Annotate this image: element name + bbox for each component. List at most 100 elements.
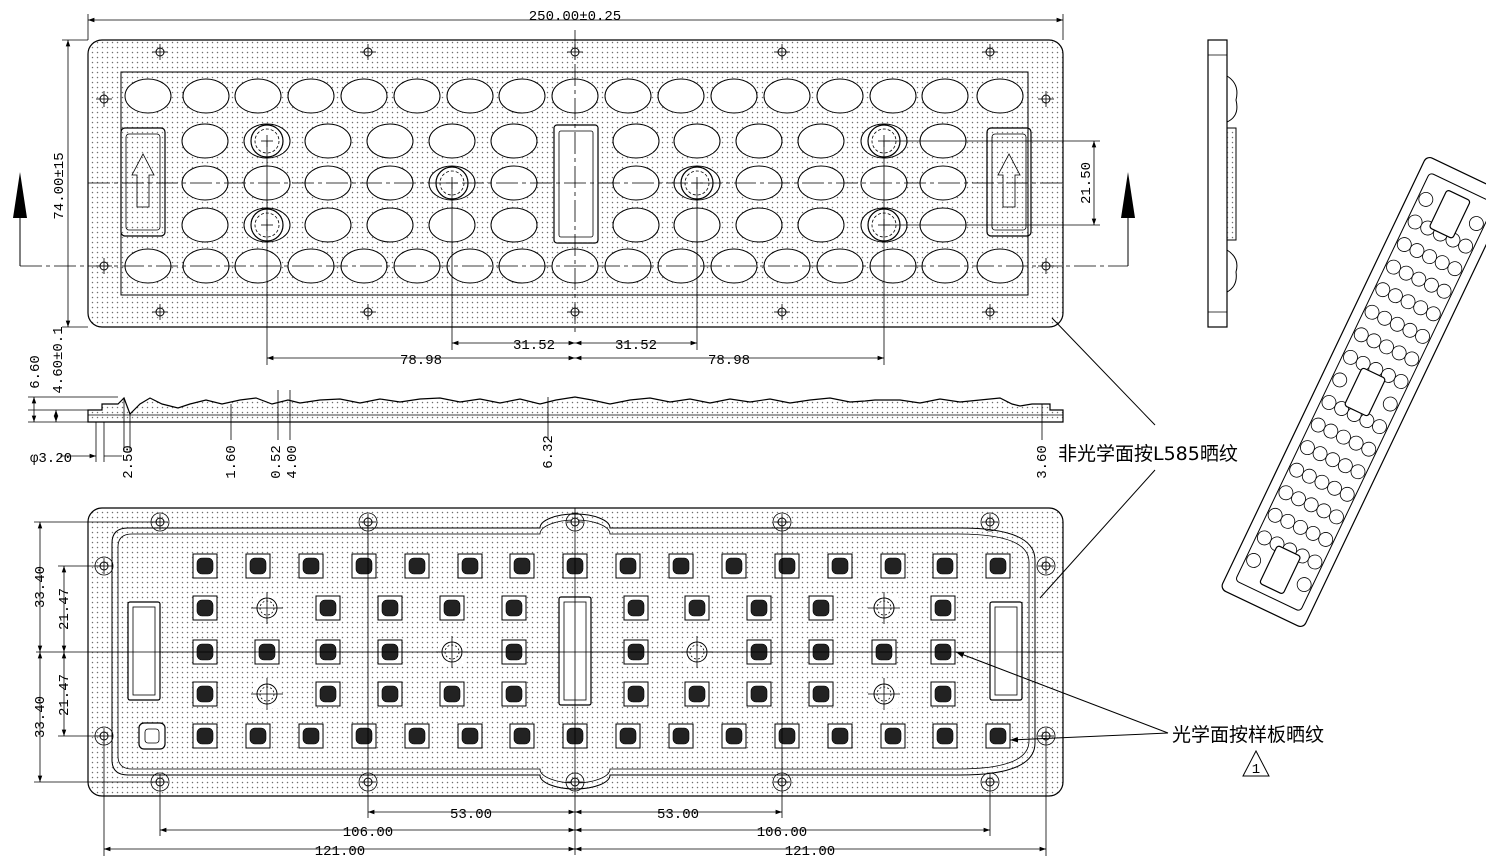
lens — [234, 78, 282, 114]
lens — [921, 78, 969, 114]
iso-lens — [1246, 553, 1262, 568]
revision-triangle-icon — [1242, 749, 1270, 777]
bottom-square-pad — [138, 722, 166, 750]
lens — [304, 207, 352, 243]
end-view-boss — [1226, 127, 1237, 241]
led-pad-dot — [249, 557, 267, 575]
lens — [124, 78, 172, 114]
top-slot-center — [553, 124, 599, 244]
led-pad-dot — [688, 599, 706, 617]
lens — [735, 207, 783, 243]
lens — [340, 78, 388, 114]
lens — [612, 123, 660, 159]
led-pad-dot — [725, 557, 743, 575]
led-pad-dot — [627, 599, 645, 617]
arrow-up-icon — [997, 153, 1021, 208]
iso-lens — [1329, 509, 1344, 525]
lens — [976, 78, 1024, 114]
iso-lens — [1307, 554, 1323, 570]
led-pad-dot — [934, 599, 952, 617]
iso-slot-bottom — [1259, 545, 1301, 594]
lens — [490, 123, 538, 159]
iso-view — [1221, 156, 1486, 628]
lens — [446, 78, 494, 114]
dim-bottom-12100-right: 121.00 — [785, 844, 835, 860]
lens — [797, 207, 845, 243]
led-pad-dot — [812, 685, 830, 703]
lens-boss-inner — [254, 128, 280, 154]
led-pad-dot — [831, 727, 849, 745]
led-pad-dot — [989, 727, 1007, 745]
dim-bottom-10600-left: 106.00 — [343, 825, 393, 841]
lens — [304, 123, 352, 159]
lens — [763, 78, 811, 114]
led-pad-dot — [408, 557, 426, 575]
iso-lens — [1372, 419, 1387, 435]
dim-side-160: 1.60 — [224, 445, 240, 479]
iso-lens — [1468, 216, 1484, 231]
iso-lens — [1425, 306, 1441, 322]
led-pad-dot — [196, 685, 214, 703]
annotations: 非光学面按L585晒纹 光学面按样板晒纹 1 — [955, 317, 1324, 778]
led-pad-dot — [672, 557, 690, 575]
iso-lens — [1361, 441, 1377, 457]
dim-bottom-3340-bottom: 33.40 — [33, 696, 49, 738]
dim-row-pitch: 21.50 — [1079, 162, 1095, 204]
led-pad-dot — [672, 727, 690, 745]
iso-lens — [1318, 532, 1334, 547]
top-slot-left — [120, 127, 166, 237]
led-pad-dot — [381, 685, 399, 703]
dim-side-phi: φ3.20 — [30, 451, 72, 467]
led-pad-dot — [812, 599, 830, 617]
led-pad-dot — [443, 685, 461, 703]
dim-side-400: 4.00 — [285, 445, 301, 479]
dim-hole-31-right: 31.52 — [615, 338, 657, 354]
lens — [735, 123, 783, 159]
bottom-square-pad-inner — [144, 728, 160, 744]
lens — [181, 123, 229, 159]
led-pad-dot — [619, 557, 637, 575]
leader-optical-1 — [955, 651, 1169, 734]
iso-lens — [1382, 396, 1398, 412]
end-view — [1207, 39, 1238, 328]
bottom-slot-right — [989, 601, 1023, 701]
top-slot-left-inner — [125, 133, 161, 231]
led-pad-dot — [688, 685, 706, 703]
led-pad-dot — [196, 557, 214, 575]
iso-slot-top — [1429, 190, 1471, 239]
lens — [181, 207, 229, 243]
dim-hole-78-right: 78.98 — [708, 353, 750, 369]
dim-bottom-12100-left: 121.00 — [315, 844, 365, 860]
section-arrow-left-icon — [13, 172, 27, 218]
dim-overall-length: 250.00±0.25 — [529, 9, 621, 25]
led-pad-dot — [505, 599, 523, 617]
iso-lens — [1404, 351, 1420, 367]
lens — [182, 78, 230, 114]
lens — [710, 78, 758, 114]
led-pad-dot — [319, 685, 337, 703]
iso-slot-center — [1344, 367, 1386, 417]
led-pad-dot — [196, 599, 214, 617]
led-pad-dot — [989, 557, 1007, 575]
iso-lens — [1418, 192, 1434, 207]
led-pad-dot — [302, 557, 320, 575]
lens — [673, 123, 721, 159]
top-slot-right-inner — [991, 133, 1027, 231]
dim-bottom-2147-top: 21.47 — [57, 588, 73, 630]
revision-mark: 1 — [1252, 762, 1260, 778]
led-pad-dot — [513, 557, 531, 575]
led-pad-dot — [934, 685, 952, 703]
lens — [657, 78, 705, 114]
section-arrow-right-icon — [1121, 172, 1135, 218]
dim-bottom-5300-left: 53.00 — [450, 807, 492, 823]
dim-side-360: 3.60 — [1035, 445, 1051, 479]
iso-lens — [1436, 283, 1452, 299]
dim-hole-31-left: 31.52 — [513, 338, 555, 354]
led-pad-dot — [750, 685, 768, 703]
led-pad-dot — [443, 599, 461, 617]
dim-hole-78-left: 78.98 — [400, 353, 442, 369]
dim-side-250: 2.50 — [121, 445, 137, 479]
led-pad-dot — [408, 727, 426, 745]
led-pad-dot — [778, 557, 796, 575]
lens — [797, 123, 845, 159]
